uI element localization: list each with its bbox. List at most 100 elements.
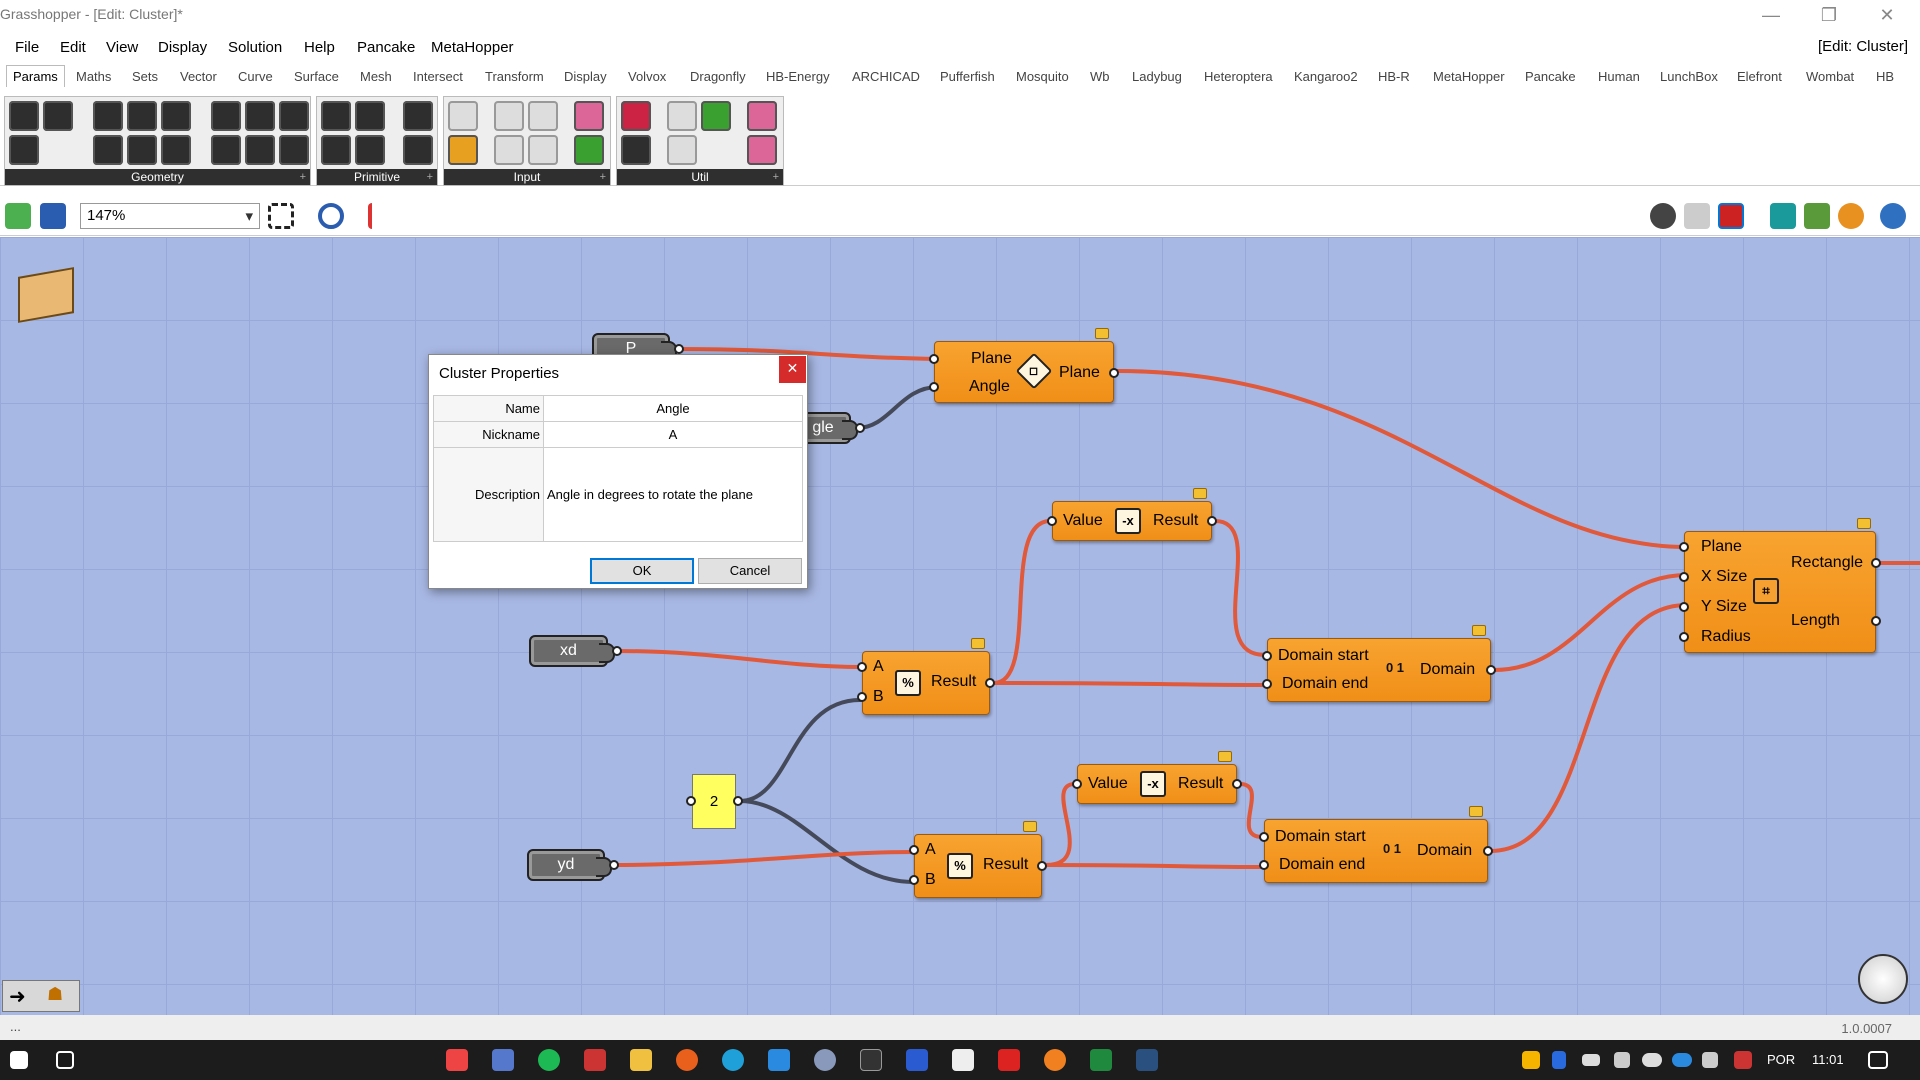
flask-icon[interactable] bbox=[747, 135, 777, 165]
grasshopper-icon[interactable] bbox=[701, 101, 731, 131]
division-top-port-a[interactable] bbox=[857, 662, 867, 672]
tab-metahopper[interactable]: MetaHopper bbox=[1433, 69, 1505, 84]
menu-pancake[interactable]: Pancake bbox=[357, 39, 416, 56]
mesh-param-icon[interactable] bbox=[245, 101, 275, 131]
material-preview-icon[interactable] bbox=[1838, 203, 1864, 229]
division-bottom-port-out[interactable] bbox=[1037, 861, 1047, 871]
division-bottom-port-b[interactable] bbox=[909, 875, 919, 885]
cherry-picker-icon[interactable] bbox=[621, 101, 651, 131]
tab-display[interactable]: Display bbox=[564, 69, 607, 84]
path-param-icon[interactable] bbox=[403, 135, 433, 165]
param-yd[interactable]: yd bbox=[527, 849, 619, 881]
construct-domain-component-top[interactable]: Domain start Domain end 0 1 Domain bbox=[1262, 625, 1496, 702]
rectangle-port-xsize[interactable] bbox=[1679, 572, 1689, 582]
colour-swatch-icon[interactable] bbox=[574, 135, 604, 165]
windows-start-icon[interactable] bbox=[10, 1051, 28, 1069]
media-app-icon[interactable] bbox=[584, 1049, 606, 1071]
task-view-icon[interactable] bbox=[56, 1051, 74, 1069]
negative-top-port-out[interactable] bbox=[1207, 516, 1217, 526]
tab-lunchbox[interactable]: LunchBox bbox=[1660, 69, 1718, 84]
brep-param-icon[interactable] bbox=[211, 101, 241, 131]
restore-button[interactable]: ❐ bbox=[1820, 4, 1838, 25]
domain-top-port-start[interactable] bbox=[1262, 651, 1272, 661]
line-param-icon[interactable] bbox=[93, 135, 123, 165]
ok-button[interactable]: OK bbox=[590, 558, 694, 584]
excel-icon[interactable] bbox=[1090, 1049, 1112, 1071]
tab-volvox[interactable]: Volvox bbox=[628, 69, 667, 84]
wifi-icon[interactable] bbox=[1614, 1052, 1630, 1068]
preview-selected-icon[interactable] bbox=[1718, 203, 1744, 229]
plane-param-icon[interactable] bbox=[161, 135, 191, 165]
rotate-plane-component[interactable]: Plane Angle ◇ Plane bbox=[929, 328, 1119, 403]
circle-param-icon[interactable] bbox=[93, 101, 123, 131]
r-icon[interactable] bbox=[814, 1049, 836, 1071]
division-component-bottom[interactable]: A B % Result bbox=[909, 821, 1047, 898]
surface-param-icon[interactable] bbox=[161, 101, 191, 131]
tab-kangaroo2[interactable]: Kangaroo2 bbox=[1294, 69, 1358, 84]
antivirus-icon[interactable] bbox=[1734, 1051, 1752, 1069]
division-component-top[interactable]: A B % Result bbox=[857, 638, 995, 715]
data-output-icon[interactable] bbox=[667, 101, 697, 131]
negative-component-bottom[interactable]: Value -x Result bbox=[1072, 751, 1242, 804]
tab-archicad[interactable]: ARCHICAD bbox=[852, 69, 920, 84]
domain-top-port-end[interactable] bbox=[1262, 679, 1272, 689]
tab-ladybug[interactable]: Ladybug bbox=[1132, 69, 1182, 84]
preview-wireframe-icon[interactable] bbox=[1650, 203, 1676, 229]
tab-mesh[interactable]: Mesh bbox=[360, 69, 392, 84]
preview-shaded-icon[interactable] bbox=[1684, 203, 1710, 229]
tab-transform[interactable]: Transform bbox=[485, 69, 544, 84]
tab-sets[interactable]: Sets bbox=[132, 69, 159, 84]
menu-edit[interactable]: Edit bbox=[60, 39, 86, 56]
zoom-select[interactable]: 147% bbox=[80, 203, 260, 229]
description-field[interactable]: Angle in degrees to rotate the plane bbox=[543, 447, 803, 542]
slider-icon[interactable] bbox=[494, 101, 524, 131]
app-blue-icon[interactable] bbox=[906, 1049, 928, 1071]
field-param-icon[interactable] bbox=[279, 101, 309, 131]
negative-bottom-port-in[interactable] bbox=[1072, 779, 1082, 789]
cloud-icon[interactable] bbox=[1642, 1053, 1662, 1067]
dialog-close-button[interactable]: ✕ bbox=[779, 356, 806, 383]
toggle-icon[interactable] bbox=[528, 101, 558, 131]
menu-display[interactable]: Display bbox=[158, 39, 208, 56]
tab-maths[interactable]: Maths bbox=[76, 69, 112, 84]
box-param-icon[interactable] bbox=[211, 135, 241, 165]
tab-dragonfly[interactable]: Dragonfly bbox=[690, 69, 746, 84]
rectangle-port-radius[interactable] bbox=[1679, 632, 1689, 642]
arrow-right-icon[interactable]: ➜ bbox=[9, 986, 26, 1008]
tab-elefront[interactable]: Elefront bbox=[1737, 69, 1782, 84]
domain-bottom-port-start[interactable] bbox=[1259, 832, 1269, 842]
blender-icon[interactable] bbox=[1044, 1049, 1066, 1071]
construct-domain-component-bottom[interactable]: Domain start Domain end 0 1 Domain bbox=[1259, 806, 1493, 883]
param-xd-output-port[interactable] bbox=[612, 646, 622, 656]
preview-eye-icon[interactable] bbox=[318, 203, 344, 229]
param-p-output-port[interactable] bbox=[674, 344, 684, 354]
import-icon[interactable] bbox=[448, 101, 478, 131]
param-angle-output-port[interactable] bbox=[855, 423, 865, 433]
tab-surface[interactable]: Surface bbox=[294, 69, 339, 84]
menu-metahopper[interactable]: MetaHopper bbox=[431, 39, 514, 56]
rectangle-port-plane[interactable] bbox=[1679, 542, 1689, 552]
rhino-icon[interactable] bbox=[952, 1049, 974, 1071]
nickname-field[interactable]: A bbox=[543, 421, 803, 448]
domain-bottom-port-end[interactable] bbox=[1259, 860, 1269, 870]
zoom-extents-icon[interactable] bbox=[268, 203, 294, 229]
document-preview-icon[interactable] bbox=[1804, 203, 1830, 229]
division-top-port-out[interactable] bbox=[985, 678, 995, 688]
number-panel[interactable]: 2 bbox=[692, 774, 736, 829]
data-input-icon[interactable] bbox=[667, 135, 697, 165]
number-param-icon[interactable] bbox=[355, 101, 385, 131]
menu-help[interactable]: Help bbox=[304, 39, 335, 56]
vscode-icon[interactable] bbox=[768, 1049, 790, 1071]
app-icon[interactable] bbox=[492, 1049, 514, 1071]
negative-bottom-port-out[interactable] bbox=[1232, 779, 1242, 789]
menu-view[interactable]: View bbox=[106, 39, 139, 56]
open-file-icon[interactable] bbox=[5, 203, 31, 229]
close-window-button[interactable]: ✕ bbox=[1879, 4, 1895, 25]
button-input-icon[interactable] bbox=[494, 135, 524, 165]
volume-icon[interactable] bbox=[1702, 1052, 1718, 1068]
domain-bottom-port-out[interactable] bbox=[1483, 846, 1493, 856]
tab-mosquito[interactable]: Mosquito bbox=[1016, 69, 1069, 84]
display-sphere-icon[interactable] bbox=[1880, 203, 1906, 229]
fitness-icon[interactable] bbox=[621, 135, 651, 165]
navigation-compass-icon[interactable] bbox=[1858, 954, 1908, 1004]
